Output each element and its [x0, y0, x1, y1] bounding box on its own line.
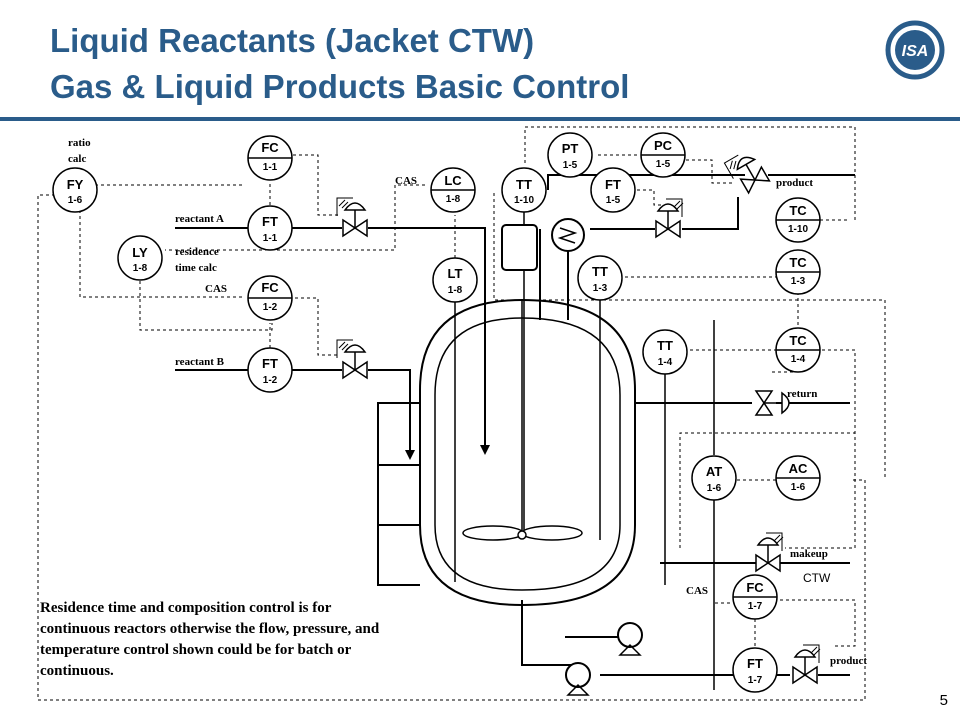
- svg-text:PT: PT: [562, 141, 579, 156]
- control-valve-icon: [792, 644, 821, 685]
- instrument-ac-1-6: AC 1-6: [775, 455, 821, 501]
- instrument-ly-1-8: LY 1-8: [117, 235, 163, 281]
- slide-title-line-2: Gas & Liquid Products Basic Control: [50, 68, 630, 105]
- svg-text:1-8: 1-8: [446, 194, 461, 205]
- title-rule: [0, 117, 960, 121]
- svg-text:TT: TT: [592, 264, 608, 279]
- svg-text:LT: LT: [448, 266, 463, 281]
- label-ctw: CTW: [803, 571, 831, 585]
- instrument-pc-1-5: PC 1-5: [640, 132, 686, 178]
- svg-text:LY: LY: [132, 245, 148, 260]
- instrument-tc-1-3: TC 1-3: [775, 249, 821, 295]
- svg-text:TC: TC: [789, 333, 807, 348]
- instrument-fc-1-1: FC 1-1: [247, 135, 293, 181]
- svg-text:1-2: 1-2: [263, 302, 278, 313]
- logo-text: ISA: [902, 43, 929, 60]
- instrument-ft-1-2: FT 1-2: [247, 347, 293, 393]
- svg-text:1-6: 1-6: [791, 482, 806, 493]
- svg-text:FC: FC: [261, 140, 279, 155]
- instrument-tc-1-4: TC 1-4: [775, 327, 821, 373]
- svg-text:FT: FT: [747, 656, 763, 671]
- svg-text:1-4: 1-4: [791, 354, 806, 365]
- svg-text:1-7: 1-7: [748, 675, 763, 686]
- svg-text:FT: FT: [262, 214, 278, 229]
- svg-text:FT: FT: [262, 356, 278, 371]
- control-valve-icon: [723, 154, 771, 195]
- label-residence: residence: [175, 246, 219, 258]
- page-number: 5: [939, 692, 948, 709]
- svg-text:1-5: 1-5: [656, 159, 671, 170]
- control-valve-icon: [336, 339, 368, 380]
- svg-text:TT: TT: [516, 177, 532, 192]
- instrument-tt-1-10: TT 1-10: [501, 167, 547, 213]
- instrument-ft-1-7: FT 1-7: [732, 647, 778, 693]
- label-time-calc: time calc: [175, 262, 217, 274]
- heat-exchanger-icon: [551, 218, 585, 252]
- control-valve-icon: [655, 198, 684, 239]
- svg-text:1-3: 1-3: [593, 283, 608, 294]
- svg-text:FC: FC: [261, 280, 279, 295]
- svg-text:1-6: 1-6: [68, 195, 83, 206]
- svg-text:1-8: 1-8: [133, 263, 148, 274]
- instrument-fc-1-2: FC 1-2: [247, 275, 293, 321]
- svg-text:1-7: 1-7: [748, 601, 763, 612]
- svg-text:PC: PC: [654, 138, 673, 153]
- instrument-tt-1-4: TT 1-4: [642, 329, 688, 375]
- svg-text:1-1: 1-1: [263, 162, 278, 173]
- label-makeup: makeup: [790, 548, 828, 560]
- svg-text:1-4: 1-4: [658, 357, 673, 368]
- svg-text:1-1: 1-1: [263, 233, 278, 244]
- pump-icon: [617, 622, 643, 656]
- svg-text:1-2: 1-2: [263, 375, 278, 386]
- label-cas-fc17: CAS: [686, 585, 708, 597]
- svg-text:TT: TT: [657, 338, 673, 353]
- svg-text:TC: TC: [789, 203, 807, 218]
- instrument-fy-1-6: FY 1-6: [52, 167, 98, 213]
- slide-title-line-1: Liquid Reactants (Jacket CTW): [50, 22, 535, 59]
- instrument-tc-1-10: TC 1-10: [775, 197, 821, 243]
- svg-text:1-10: 1-10: [788, 224, 808, 235]
- instrument-pt-1-5: PT 1-5: [547, 132, 593, 178]
- instrument-ft-1-5: FT 1-5: [590, 167, 636, 213]
- svg-text:TC: TC: [789, 255, 807, 270]
- svg-text:FY: FY: [67, 177, 84, 192]
- svg-text:FC: FC: [746, 580, 764, 595]
- pump-icon: [565, 662, 591, 696]
- separator-drum: [501, 224, 538, 271]
- svg-text:1-5: 1-5: [606, 195, 621, 206]
- control-valve-icon: [336, 197, 368, 238]
- control-valve-icon: [755, 532, 784, 573]
- svg-text:FT: FT: [605, 177, 621, 192]
- label-calc: calc: [68, 153, 86, 165]
- label-return: return: [787, 388, 817, 400]
- svg-text:1-5: 1-5: [563, 160, 578, 171]
- svg-text:1-3: 1-3: [791, 276, 806, 287]
- svg-text:1-10: 1-10: [514, 195, 534, 206]
- footnote-text: Residence time and composition control i…: [40, 600, 380, 679]
- label-product-bottom: product: [830, 655, 867, 667]
- svg-text:AC: AC: [789, 461, 808, 476]
- svg-text:LC: LC: [444, 173, 462, 188]
- control-valve-icon: [754, 390, 790, 416]
- reactor-vessel: [405, 298, 636, 607]
- label-reactant-b: reactant B: [175, 356, 225, 368]
- label-cas-fc12: CAS: [205, 283, 227, 295]
- instrument-lc-1-8: LC 1-8: [430, 167, 476, 213]
- svg-text:1-6: 1-6: [707, 483, 722, 494]
- svg-text:1-8: 1-8: [448, 285, 463, 296]
- instrument-lt-1-8: LT 1-8: [432, 257, 478, 303]
- label-reactant-a: reactant A: [175, 213, 224, 225]
- instrument-ft-1-1: FT 1-1: [247, 205, 293, 251]
- label-cas-lc: CAS: [395, 175, 417, 187]
- isa-logo-icon: ISA: [885, 20, 945, 80]
- instrument-at-1-6: AT 1-6: [691, 455, 737, 501]
- svg-text:AT: AT: [706, 464, 722, 479]
- instrument-tt-1-3: TT 1-3: [577, 255, 623, 301]
- label-product-top: product: [776, 177, 813, 189]
- instrument-fc-1-7: FC 1-7: [732, 574, 778, 620]
- label-ratio: ratio: [68, 137, 91, 149]
